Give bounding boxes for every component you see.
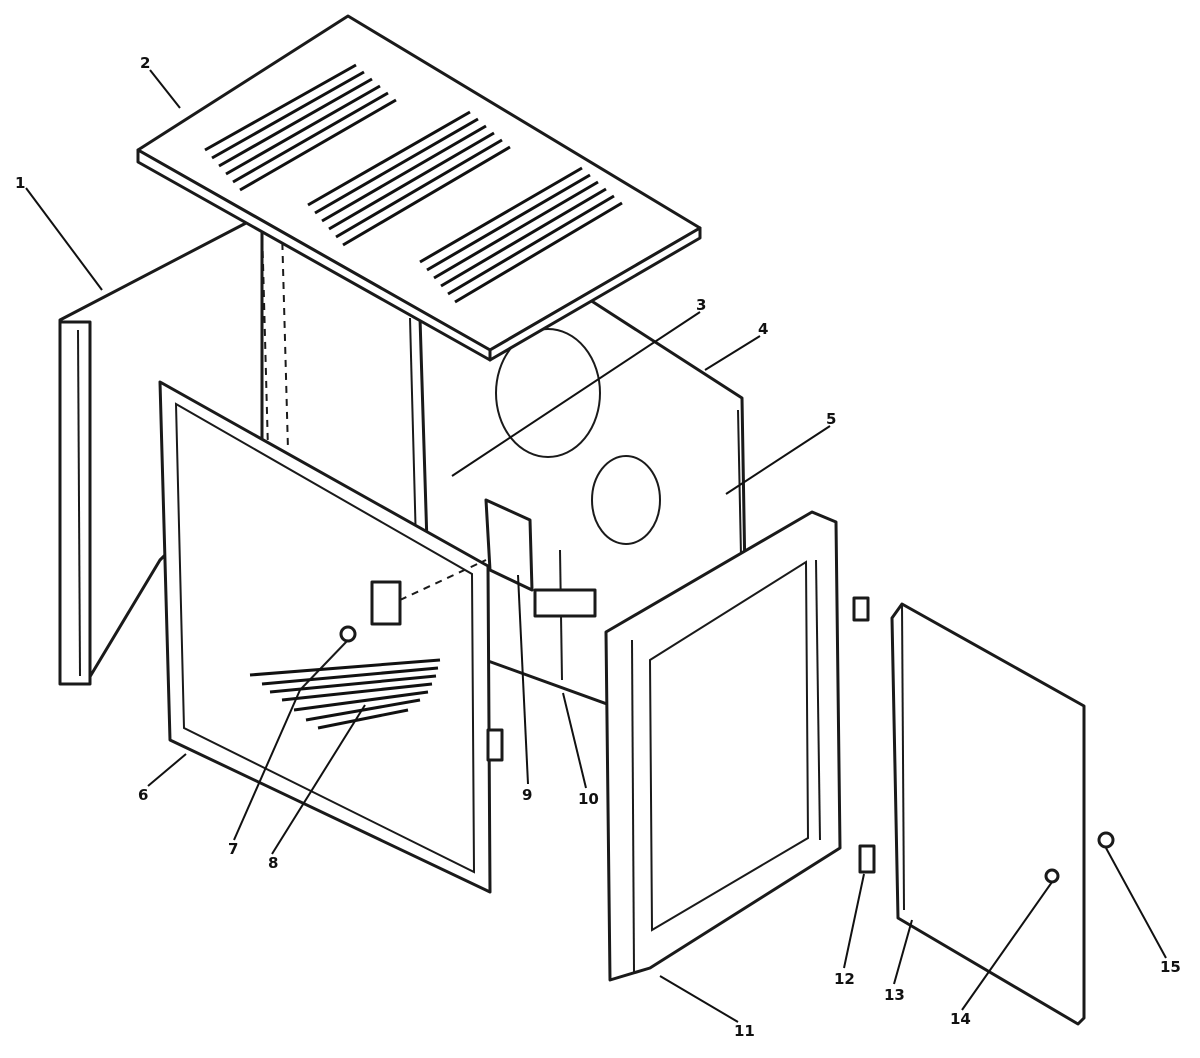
grille-slots-middle: [307, 110, 511, 247]
grille-slots-right: [419, 166, 623, 304]
callout-9: 9: [522, 786, 532, 804]
callout-2: 2: [140, 54, 150, 72]
large-vent-hole: [495, 328, 601, 458]
grille-slots-left: [204, 63, 397, 192]
top-grille-panel: [136, 14, 702, 362]
control-parts: [370, 498, 597, 681]
callout-15: 15: [1160, 958, 1181, 976]
small-vent-hole: [591, 455, 661, 545]
front-frame-hinge: [486, 728, 504, 762]
door-latch-lower: [858, 844, 876, 874]
callout-12: 12: [834, 970, 855, 988]
callout-7: 7: [228, 840, 238, 858]
knob-screw: [1097, 831, 1115, 849]
callout-5: 5: [826, 410, 836, 428]
door-panel: [890, 602, 1086, 1026]
callout-6: 6: [138, 786, 148, 804]
door-latch-upper: [852, 596, 870, 622]
callout-1: 1: [15, 174, 25, 192]
right-door-frame: [604, 510, 842, 982]
callout-14: 14: [950, 1010, 971, 1028]
front-frame: [158, 380, 504, 894]
callout-8: 8: [268, 854, 278, 872]
leader-lines: [25, 69, 1167, 1023]
control-bracket: [533, 588, 597, 618]
callout-labels: 1 2 3 4 5 6 7 8 9 10 11 12 13 14 15: [15, 54, 1181, 1040]
callout-3: 3: [696, 296, 706, 314]
door-knob: [1044, 868, 1060, 884]
left-panel-edge: [58, 320, 92, 686]
callout-10: 10: [578, 790, 599, 808]
callout-4: 4: [758, 320, 768, 338]
callout-11: 11: [734, 1022, 755, 1040]
callout-13: 13: [884, 986, 905, 1004]
knob: [339, 625, 357, 643]
mounting-plate: [370, 580, 402, 626]
